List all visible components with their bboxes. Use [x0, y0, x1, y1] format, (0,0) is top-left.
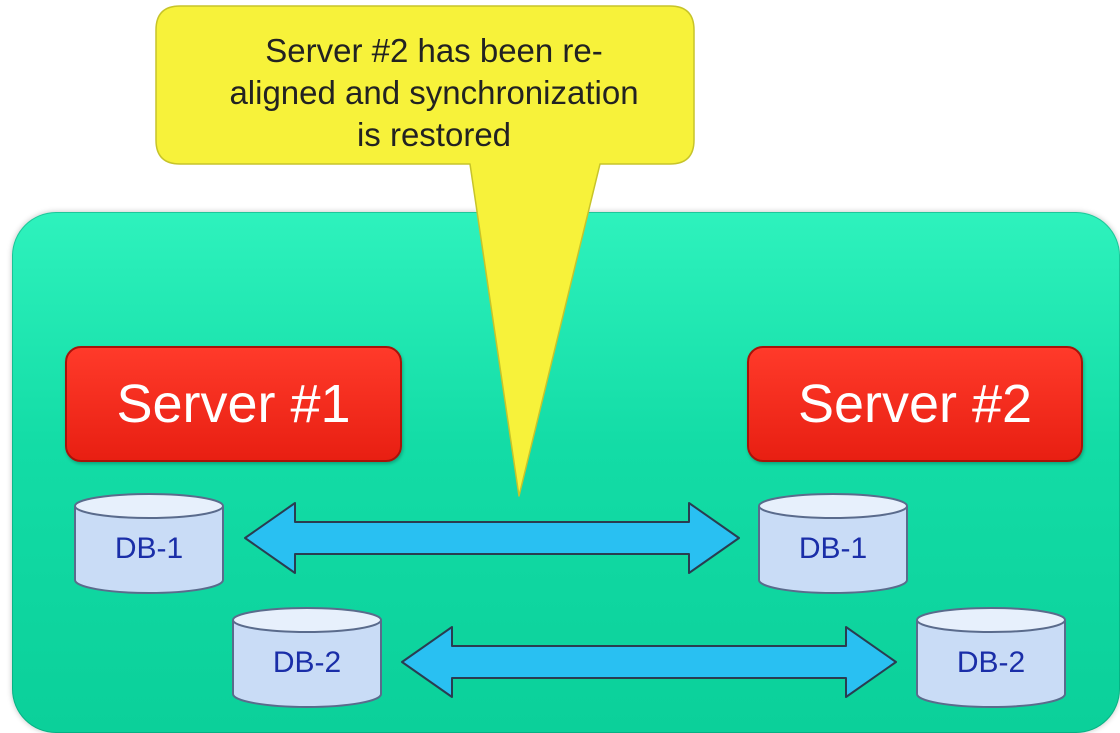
db-label: DB-2 [956, 646, 1026, 679]
callout-line: is restored [356, 116, 512, 153]
db-cylinder-server2-db2: DB-2 [915, 606, 1067, 710]
callout-line: aligned and synchronization [229, 74, 639, 111]
callout-bubble [155, 5, 695, 497]
db-cylinder-server1-db2: DB-2 [231, 606, 383, 710]
sync-arrow-db2 [401, 626, 897, 698]
db-label: DB-2 [272, 646, 342, 679]
db-cylinder-server2-db1: DB-1 [757, 492, 909, 596]
server-1-box: Server #1 [65, 346, 402, 462]
callout-text: Server #2 has been re- aligned and synch… [190, 30, 678, 156]
db-cylinder-server1-db1: DB-1 [73, 492, 225, 596]
server-2-box: Server #2 [747, 346, 1083, 462]
db-label: DB-1 [798, 532, 868, 565]
callout-line: Server #2 has been re- [265, 32, 603, 69]
db-label: DB-1 [114, 532, 184, 565]
sync-arrow-db1 [244, 502, 740, 574]
